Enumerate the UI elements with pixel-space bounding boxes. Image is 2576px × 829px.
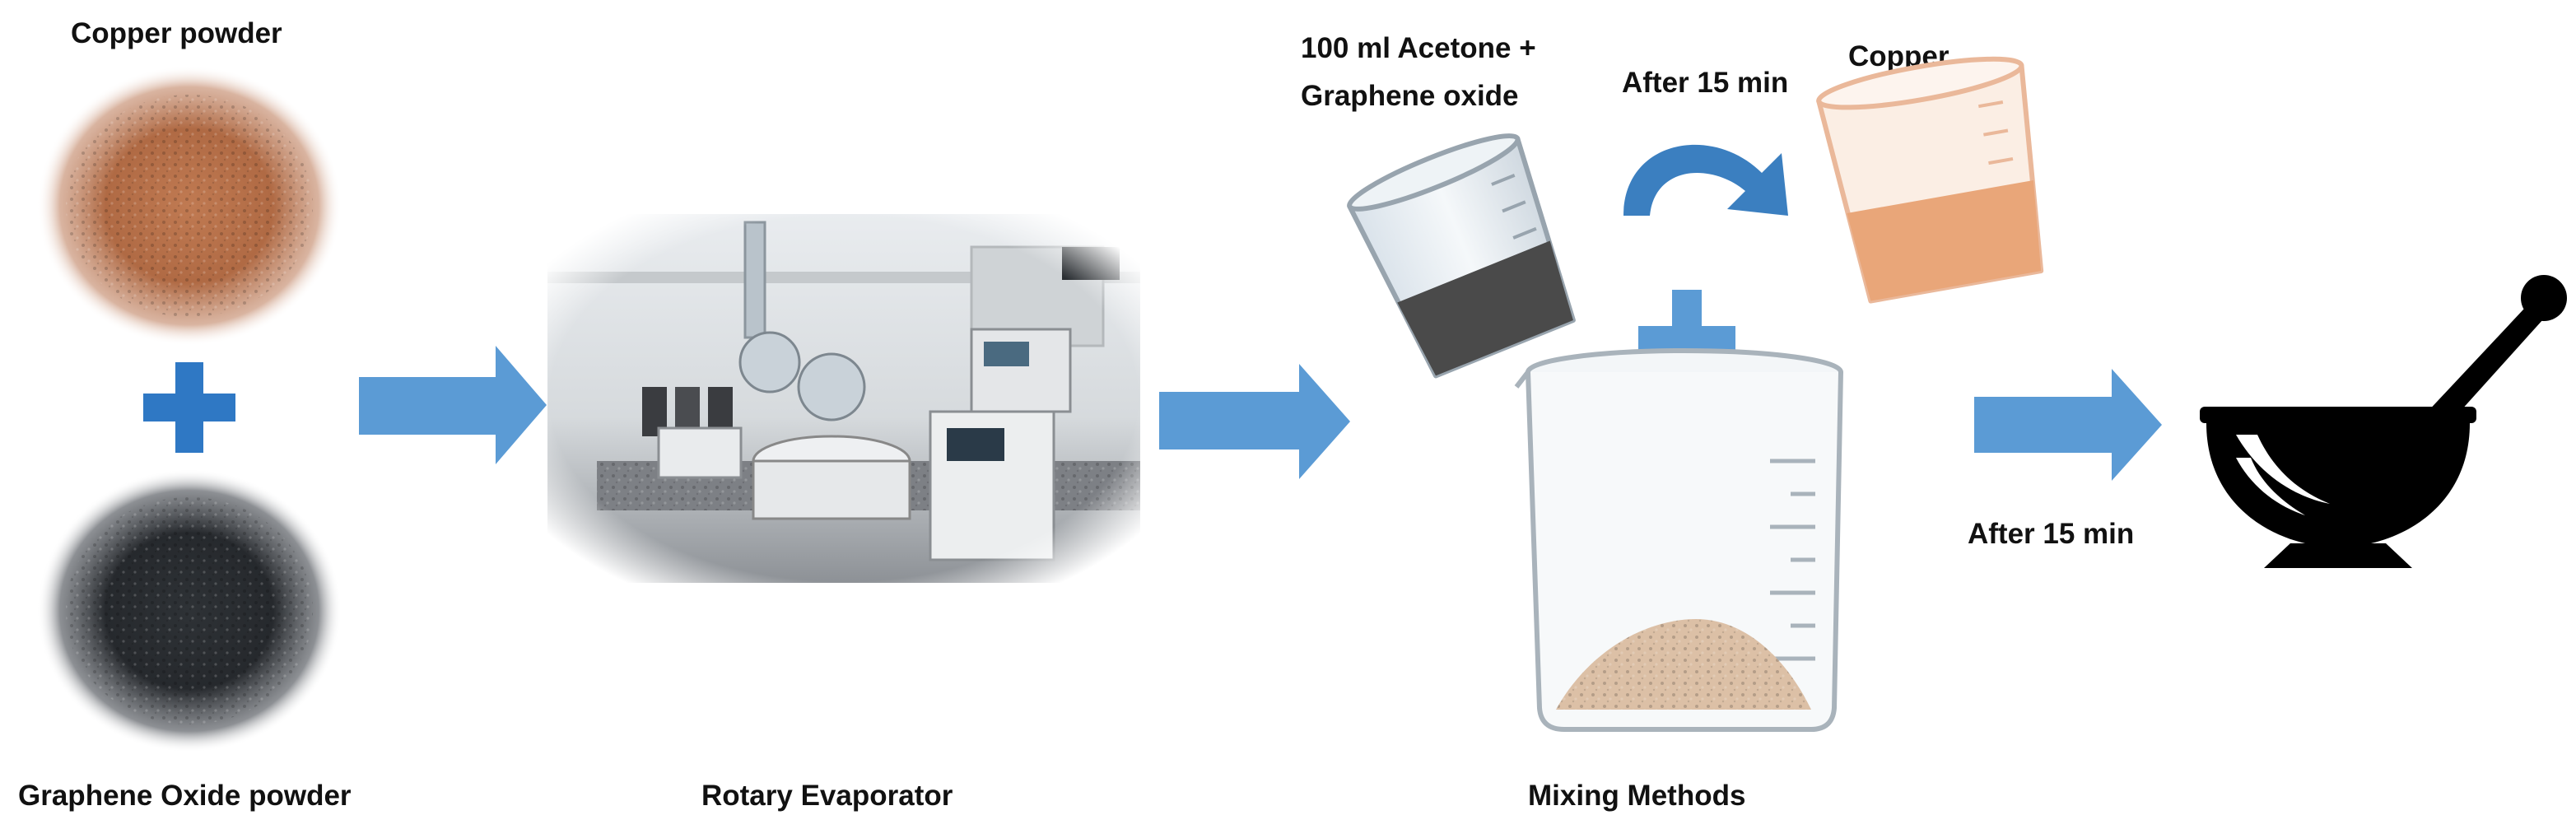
label-after-15-min-right: After 15 min <box>1968 518 2134 550</box>
rotary-evaporator-photo <box>547 214 1140 583</box>
right-arrow-icon <box>359 346 547 464</box>
label-rotary-evaporator: Rotary Evaporator <box>701 780 953 812</box>
curved-arrow-icon <box>1623 144 1788 216</box>
copper-powder-image <box>37 66 342 346</box>
right-arrow-icon <box>1974 369 2162 481</box>
label-graphene-oxide-powder: Graphene Oxide powder <box>18 780 352 812</box>
plus-icon <box>143 362 235 453</box>
mortar-and-pestle-icon <box>2200 275 2567 568</box>
beaker-icon <box>1514 348 1843 732</box>
label-acetone-line1: 100 ml Acetone + <box>1301 32 1536 64</box>
label-acetone-line2: Graphene oxide <box>1301 80 1519 112</box>
cup-graphene-oxide <box>1347 133 1576 379</box>
graphene-oxide-powder-image <box>37 469 342 752</box>
cup-copper <box>1816 56 2044 304</box>
label-after-15-min-top: After 15 min <box>1622 67 1788 99</box>
right-arrow-icon <box>1159 364 1350 479</box>
label-mixing-methods: Mixing Methods <box>1528 780 1745 812</box>
label-copper-powder: Copper powder <box>71 17 282 49</box>
